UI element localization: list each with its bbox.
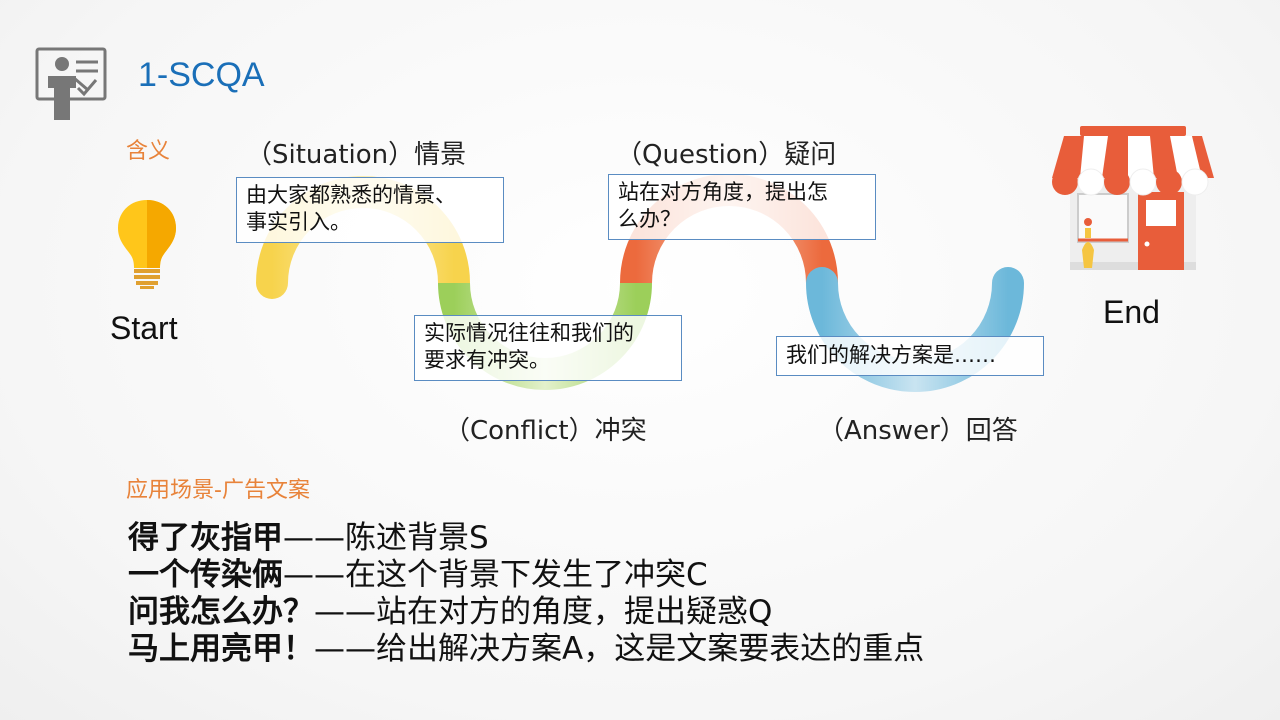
storefront-icon	[1052, 126, 1214, 270]
scene-line-q: 问我怎么办？——站在对方的角度，提出疑惑Q	[128, 594, 773, 630]
page-title: 1-SCQA	[138, 56, 265, 94]
end-label: End	[1103, 294, 1160, 330]
answer-callout: 我们的解决方案是……	[776, 336, 1044, 376]
lightbulb-icon	[118, 200, 176, 289]
conflict-title: （Conflict）冲突	[444, 416, 647, 446]
presentation-teacher-icon	[35, 47, 107, 120]
start-label: Start	[110, 310, 178, 346]
answer-title: （Answer）回答	[818, 416, 1018, 446]
scene-line-a: 马上用亮甲！——给出解决方案A，这是文案要表达的重点	[128, 631, 925, 667]
situation-callout: 由大家都熟悉的情景、 事实引入。	[236, 177, 504, 243]
conflict-callout: 实际情况往往和我们的 要求有冲突。	[414, 315, 682, 381]
situation-title: （Situation）情景	[246, 140, 467, 170]
scene-line-c: 一个传染俩——在这个背景下发生了冲突C	[128, 557, 708, 593]
application-lines: 得了灰指甲——陈述背景S 一个传染俩——在这个背景下发生了冲突C 问我怎么办？—…	[128, 520, 924, 668]
scene-line-s: 得了灰指甲——陈述背景S	[128, 520, 489, 556]
meaning-label: 含义	[126, 139, 171, 164]
question-callout: 站在对方角度，提出怎 么办？	[608, 174, 876, 240]
application-label: 应用场景-广告文案	[126, 478, 310, 503]
question-title: （Question）疑问	[616, 140, 837, 170]
